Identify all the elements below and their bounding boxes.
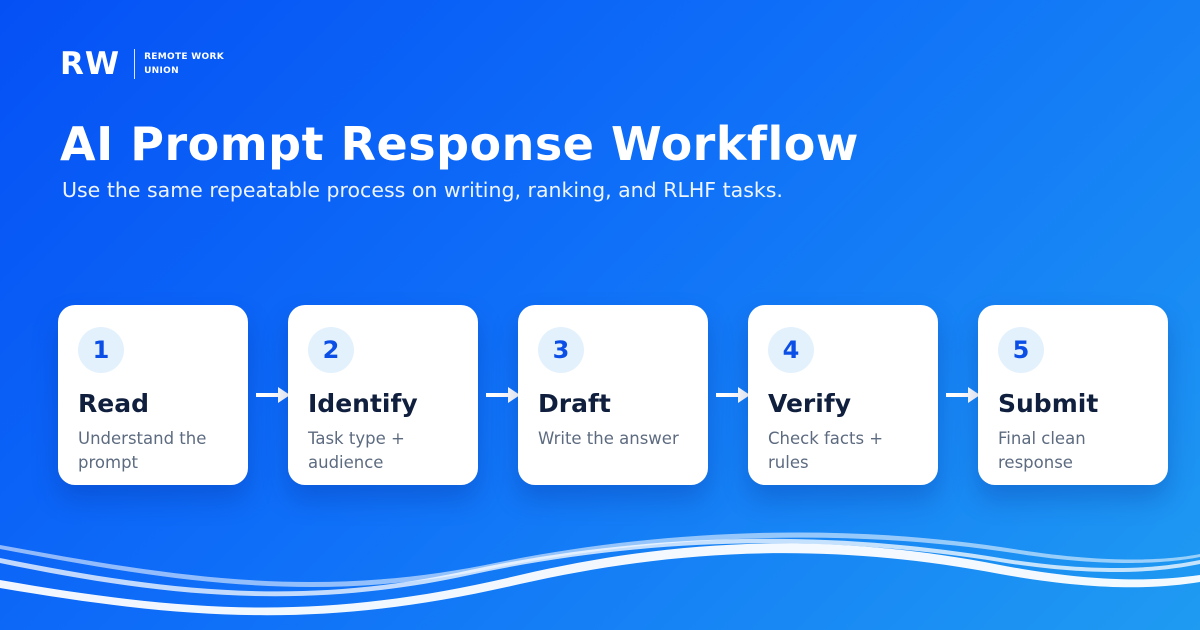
step-number-badge: 2 (308, 327, 354, 373)
step-description: Final clean response (998, 429, 1086, 472)
step-title: Identify (308, 389, 418, 418)
brand-name-line2: UNION (144, 66, 179, 76)
step-card-submit: 5 Submit Final clean response (978, 305, 1168, 485)
step-card-read: 1 Read Understand the prompt (58, 305, 248, 485)
brand-name: REMOTE WORK UNION (144, 50, 224, 78)
arrow-right-icon (946, 387, 980, 403)
step-title: Draft (538, 389, 611, 418)
brand-logo: RW REMOTE WORK UNION (60, 46, 224, 82)
page-subtitle: Use the same repeatable process on writi… (62, 178, 783, 202)
step-card-identify: 2 Identify Task type + audience (288, 305, 478, 485)
page-title: AI Prompt Response Workflow (60, 117, 859, 171)
step-title: Read (78, 389, 149, 418)
step-title: Verify (768, 389, 852, 418)
step-number-badge: 1 (78, 327, 124, 373)
step-card-verify: 4 Verify Check facts + rules (748, 305, 938, 485)
step-description: Write the answer (538, 429, 679, 448)
step-description: Understand the prompt (78, 429, 207, 472)
arrow-right-icon (716, 387, 750, 403)
step-card-draft: 3 Draft Write the answer (518, 305, 708, 485)
step-number-badge: 3 (538, 327, 584, 373)
brand-name-line1: REMOTE WORK (144, 52, 224, 62)
brand-mark: RW (60, 46, 121, 82)
step-number-badge: 5 (998, 327, 1044, 373)
brand-divider (134, 49, 136, 79)
arrow-right-icon (486, 387, 520, 403)
step-number-badge: 4 (768, 327, 814, 373)
decorative-wave (0, 532, 1200, 616)
step-title: Submit (998, 389, 1099, 418)
step-description: Task type + audience (308, 429, 405, 472)
arrow-right-icon (256, 387, 290, 403)
step-description: Check facts + rules (768, 429, 884, 472)
